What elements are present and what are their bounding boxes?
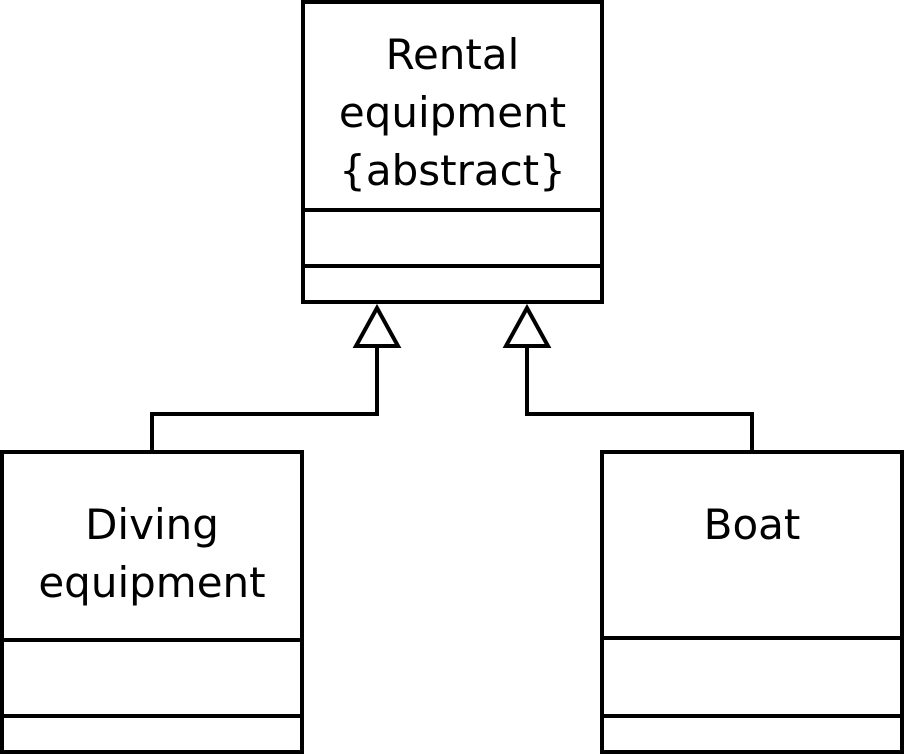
class-rental-equipment[interactable]: Rental equipment {abstract} xyxy=(301,0,604,304)
class-name-line: equipment xyxy=(38,558,266,607)
operations-divider xyxy=(4,714,300,718)
attributes-divider xyxy=(305,208,600,212)
class-name-boat: Boat xyxy=(604,496,900,554)
generalization-line-diving xyxy=(150,346,379,452)
class-diving-equipment[interactable]: Diving equipment xyxy=(0,450,304,754)
attributes-divider xyxy=(604,636,900,640)
attributes-divider xyxy=(4,638,300,642)
class-name-line: equipment xyxy=(338,88,567,137)
generalization-arrowhead-boat xyxy=(502,303,552,348)
class-name-line: Boat xyxy=(703,500,801,549)
class-name-line: Diving xyxy=(85,500,219,549)
generalization-arrowhead-diving xyxy=(352,303,402,348)
generalization-line-boat xyxy=(525,346,754,452)
class-boat[interactable]: Boat xyxy=(600,450,904,754)
operations-divider xyxy=(305,264,600,268)
operations-divider xyxy=(604,714,900,718)
class-name-line: Rental xyxy=(385,30,520,79)
class-name-diving-equipment: Diving equipment xyxy=(4,496,300,612)
class-stereotype-abstract: {abstract} xyxy=(339,146,566,195)
class-name-rental-equipment: Rental equipment {abstract} xyxy=(305,26,600,200)
